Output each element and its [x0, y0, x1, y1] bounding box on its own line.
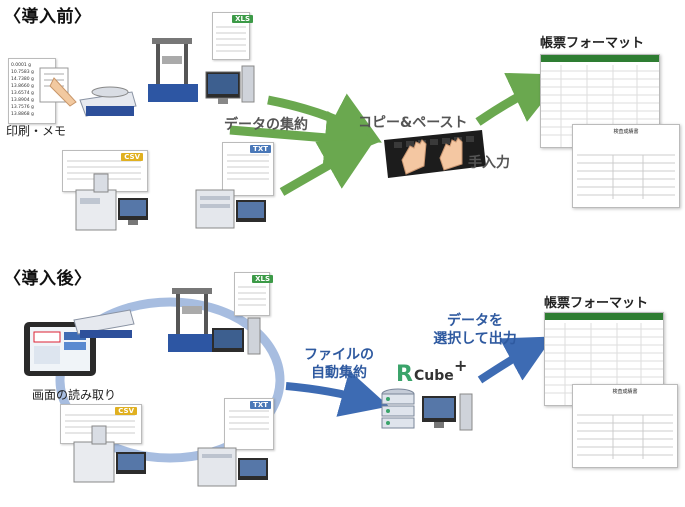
- print-memo-label: 印刷・メモ: [6, 124, 67, 138]
- inspection-report-after: 検査成績書: [572, 384, 678, 468]
- memo-line: 0.0001 g: [11, 63, 32, 68]
- manual-input-label: 手入力: [468, 155, 510, 171]
- txt-file: TXT: [222, 142, 274, 196]
- auto-aggregation-label-line2: 自動集約: [311, 365, 367, 381]
- rcube-logo-cube: Cube: [414, 368, 454, 384]
- xls-file: XLS: [212, 12, 253, 60]
- select-output-label: データを 選択して出力: [420, 312, 530, 348]
- rcube-logo-plus: +: [454, 356, 468, 375]
- rcube-logo-r: R: [396, 362, 413, 387]
- analyzer-icon: [75, 173, 148, 231]
- select-output-label-line1: データを: [447, 313, 503, 329]
- xls-tag-after: XLS: [252, 275, 273, 283]
- txt-tag: TXT: [250, 145, 271, 153]
- analyzer-after-icon: [73, 425, 146, 483]
- select-output-label-line2: 選択して出力: [433, 331, 517, 347]
- aggregation-label: データの集約: [224, 117, 308, 133]
- rcube-logo: R Cube +: [396, 356, 476, 387]
- memo-line: 13.8868 g: [11, 112, 34, 117]
- before-heading: 〈導入前〉: [4, 7, 92, 27]
- report-doc-title-after: 検査成績書: [612, 389, 638, 395]
- tablet-icon[interactable]: [22, 318, 104, 382]
- screen-read-label: 画面の読み取り: [32, 388, 117, 402]
- testing-machine-after-icon: [168, 288, 261, 355]
- testing-machine-icon: [148, 38, 255, 104]
- memo-line: 13.8904 g: [11, 98, 34, 103]
- balance-scale-icon: [39, 67, 137, 117]
- memo-line: 13.7576 g: [11, 105, 34, 110]
- xls-file-after: XLS: [234, 272, 273, 316]
- txt-tag-after: TXT: [250, 401, 271, 409]
- memo-line: 14.7380 g: [11, 77, 34, 82]
- report-format-label-before: 帳票フォーマット: [540, 36, 645, 51]
- auto-aggregation-arrows: [285, 336, 554, 417]
- memo-line: 10.7583 g: [11, 70, 34, 75]
- memo-line: 13.8660 g: [11, 84, 34, 89]
- keyboard-icon: [384, 130, 486, 178]
- report-format-label-after: 帳票フォーマット: [544, 296, 649, 311]
- txt-file-after: TXT: [224, 398, 274, 450]
- report-doc-title: 検査成績書: [613, 129, 639, 135]
- aggregation-arrows: [229, 72, 565, 196]
- memo-line: 13.6574 g: [11, 91, 34, 96]
- auto-aggregation-label-line1: ファイルの: [304, 347, 374, 363]
- chromatograph-after-icon: [197, 447, 268, 487]
- xls-tag: XLS: [232, 15, 253, 23]
- csv-tag-after: CSV: [115, 407, 137, 415]
- copy-paste-label: コピー&ペースト: [358, 115, 468, 131]
- server-pc-icon: [381, 388, 473, 431]
- balance-scale-after-icon: [73, 309, 135, 338]
- auto-collection-loop: [55, 297, 285, 463]
- inspection-report-before: 検査成績書: [572, 124, 680, 208]
- csv-tag: CSV: [121, 153, 143, 161]
- after-heading: 〈導入後〉: [4, 269, 92, 289]
- chromatograph-icon: [195, 189, 266, 229]
- auto-aggregation-label: ファイルの 自動集約: [294, 346, 384, 382]
